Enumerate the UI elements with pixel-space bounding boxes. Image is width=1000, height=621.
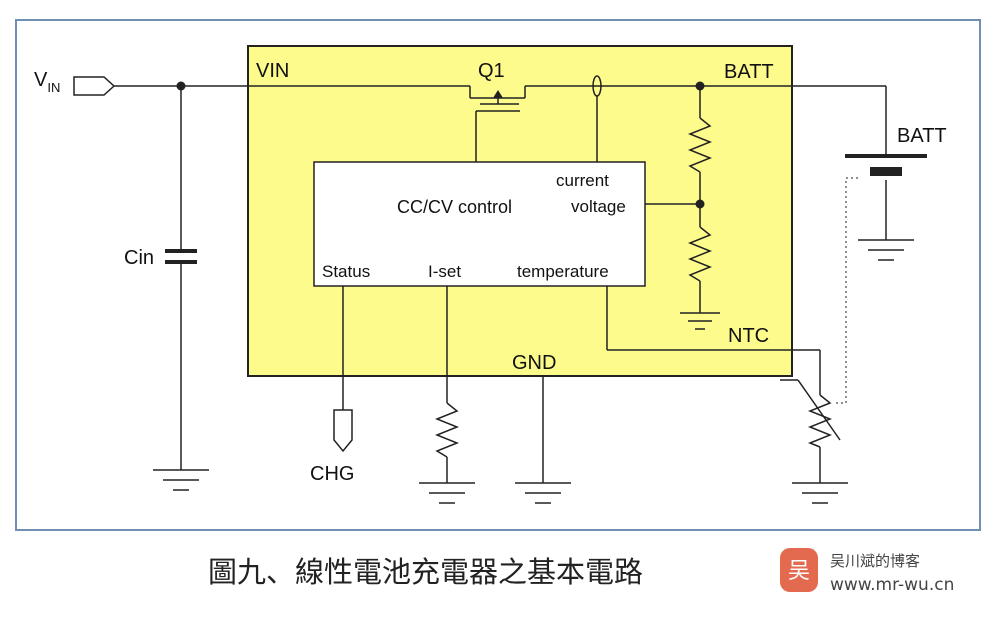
- battery-plate-long: [845, 154, 927, 158]
- temperature-label: temperature: [517, 262, 609, 281]
- ntc-label: NTC: [728, 325, 769, 347]
- gnd-label: GND: [512, 352, 556, 374]
- blog-url: www.mr-wu.cn: [830, 575, 954, 595]
- junction-dot: [695, 81, 705, 91]
- q1-arrow: [493, 90, 503, 98]
- thermal-coupling-line: [833, 177, 858, 404]
- chg-output-port-shape: [333, 409, 353, 453]
- status-label: Status: [322, 262, 370, 281]
- junction-dot: [695, 199, 705, 209]
- iset-label: I-set: [428, 262, 461, 281]
- figure-caption: 圖九、線性電池充電器之基本電路: [208, 555, 643, 589]
- vin-input-port-shape: [73, 76, 116, 96]
- cin-capacitor-plate-top: [165, 249, 197, 253]
- q1-label: Q1: [478, 60, 505, 82]
- chg-label: CHG: [310, 463, 354, 485]
- cin-label: Cin: [124, 247, 154, 269]
- current-label: current: [556, 171, 609, 190]
- batt-pin-label: BATT: [724, 61, 774, 83]
- blog-name: 吴川斌的博客: [830, 552, 920, 570]
- blog-watermark: 吴 吴川斌的博客 www.mr-wu.cn: [780, 548, 954, 595]
- junction-dot: [176, 81, 186, 91]
- voltage-label: voltage: [571, 197, 626, 216]
- vin-pin-label: VIN: [256, 60, 289, 82]
- batt-cell-label: BATT: [897, 125, 947, 147]
- battery-plate-short: [870, 167, 902, 176]
- cin-capacitor-plate-bottom: [165, 260, 197, 264]
- vin-port-label: VIN: [34, 69, 60, 95]
- blog-logo-char: 吴: [788, 559, 810, 584]
- cc-cv-control-label: CC/CV control: [397, 197, 512, 217]
- cc-cv-control-block: [313, 161, 646, 287]
- blog-logo-icon: [780, 548, 818, 592]
